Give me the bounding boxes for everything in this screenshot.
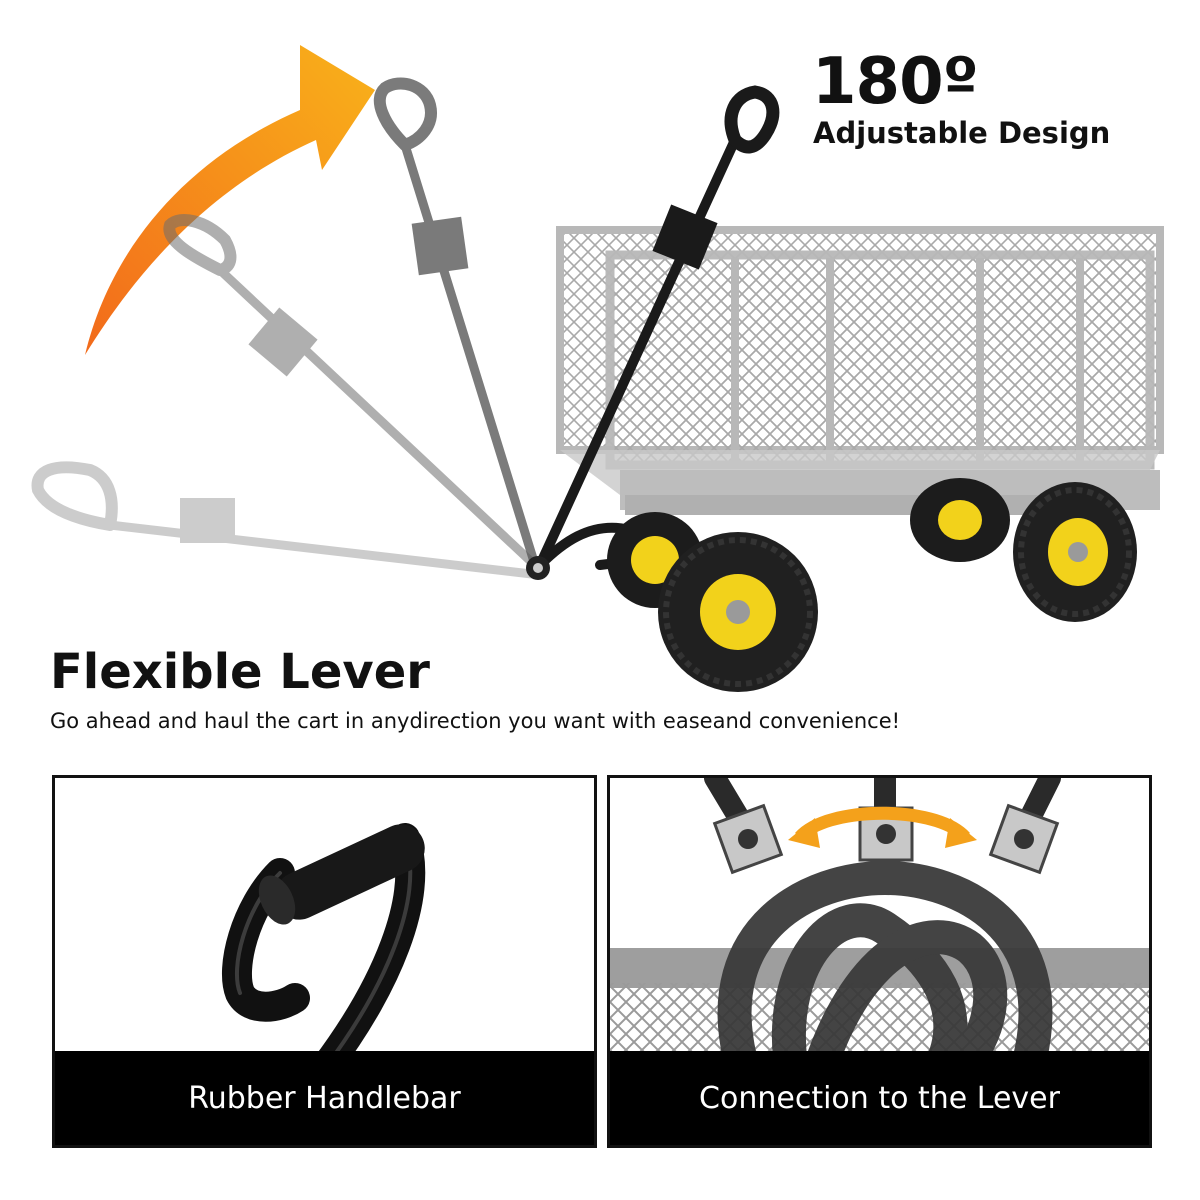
- angle-title: 180º: [812, 45, 979, 119]
- angle-subtitle: Adjustable Design: [813, 116, 1111, 150]
- panel-caption: Connection to the Lever: [699, 1080, 1060, 1116]
- panel-caption: Rubber Handlebar: [188, 1080, 461, 1116]
- rubber-grip: [275, 824, 425, 920]
- handlebar-closeup: [222, 823, 426, 1113]
- panel-rubber-handlebar: Rubber Handlebar: [52, 775, 597, 1148]
- caption-bar: Rubber Handlebar: [55, 1051, 594, 1145]
- handle-position-horizontal: [31, 461, 545, 580]
- cart-basket: [556, 226, 1164, 515]
- wheel-back-right: [910, 478, 1010, 562]
- handle-position-low: [163, 214, 545, 575]
- double-arrow-icon: [788, 806, 977, 848]
- rotation-arrow-icon: [85, 45, 375, 355]
- feature-title: Flexible Lever: [50, 644, 430, 700]
- panel-connection-lever: Connection to the Lever: [607, 775, 1152, 1148]
- caption-bar: Connection to the Lever: [610, 1051, 1149, 1145]
- wheel-front-left: [658, 532, 818, 692]
- hero-illustration: [31, 45, 1164, 692]
- connection-closeup: [610, 778, 1149, 1085]
- feature-description: Go ahead and haul the cart in anydirecti…: [50, 709, 901, 733]
- wheel-front-right: [1013, 482, 1137, 622]
- handle-position-mid: [373, 77, 540, 570]
